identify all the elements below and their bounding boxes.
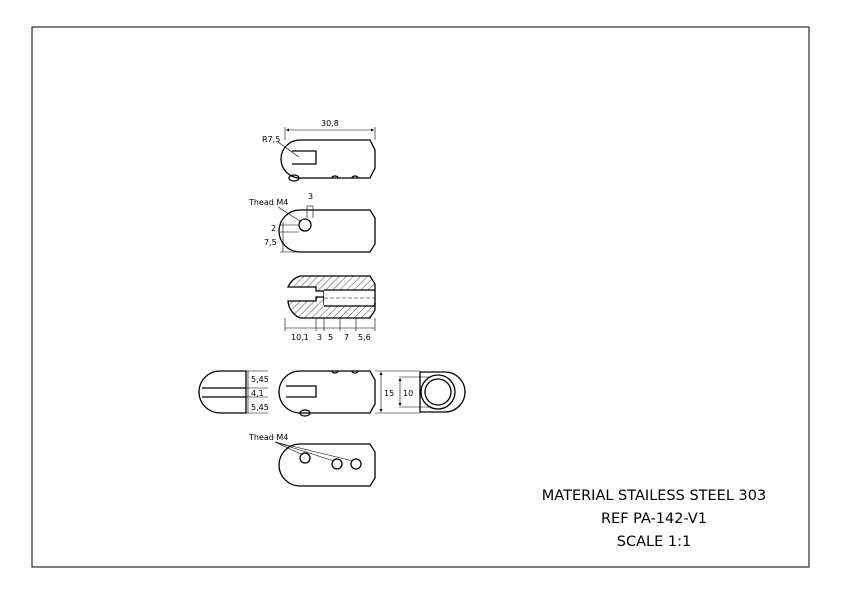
thread-label-1: Thead M4 xyxy=(248,198,288,207)
view-three-holes xyxy=(274,441,376,487)
drawing-frame xyxy=(31,26,810,568)
dim-section-1: 10,1 xyxy=(291,333,309,342)
dim-length: 30,8 xyxy=(321,119,339,128)
dim-section-2: 3 xyxy=(317,333,322,342)
scale-label: SCALE 1:1 xyxy=(617,534,691,550)
thread-label-2: Thead M4 xyxy=(248,433,288,442)
view-assembly xyxy=(198,370,466,417)
dim-inner-diameter: 10 xyxy=(403,389,413,398)
material-label: MATERIAL STAILESS STEEL 303 xyxy=(542,488,766,504)
dim-slot-width: 4,1 xyxy=(251,389,264,398)
ref-label: REF PA-142-V1 xyxy=(601,511,707,527)
dim-section-5: 5,6 xyxy=(358,333,371,342)
dim-hole-offset: 3 xyxy=(308,192,313,201)
dim-outer-diameter: 15 xyxy=(384,389,394,398)
dim-slot-bottom: 5,45 xyxy=(251,403,269,412)
dim-slot-top: 5,45 xyxy=(251,375,269,384)
dim-radius: R7,5 xyxy=(262,135,280,144)
dim-section-3: 5 xyxy=(328,333,333,342)
dim-hole-height: 2 xyxy=(271,224,276,233)
dim-section-4: 7 xyxy=(344,333,349,342)
view-section xyxy=(284,275,376,331)
view-top-slot xyxy=(277,127,376,182)
dim-hole-height-2: 7,5 xyxy=(264,238,277,247)
view-threaded-hole xyxy=(277,205,376,253)
